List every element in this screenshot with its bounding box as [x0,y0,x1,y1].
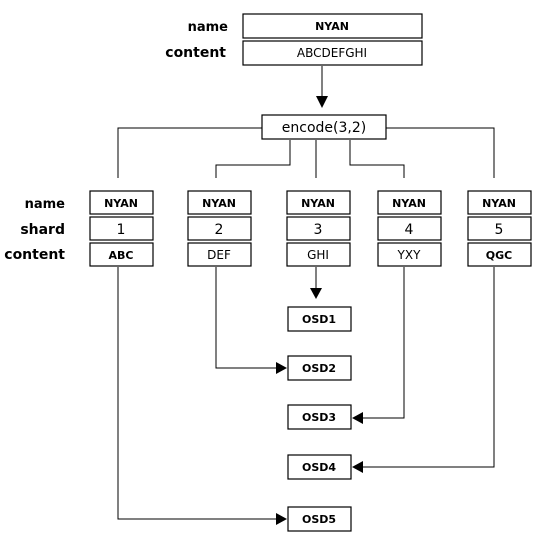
shard-name: NYAN [202,197,236,210]
input-content-label: content [165,45,226,61]
encode-box [261,114,387,140]
shard4-to-osd3-line [363,267,405,419]
shard-name-box [89,190,154,215]
shard-3: NYAN 3 GHI [286,190,351,267]
osd4-label: OSD4 [302,461,336,474]
shard3-to-osd1-arrowhead [310,288,322,299]
shard-name: NYAN [301,197,335,210]
osd2-label: OSD2 [302,362,336,375]
osd2-box [287,355,352,381]
encode-to-shard2-line [215,140,291,178]
input-content-box [242,40,423,66]
shard-number: 3 [314,222,323,238]
shard-content-box [187,242,252,267]
encode-label: encode(3,2) [282,120,366,136]
shard-name: NYAN [482,197,516,210]
shard1-to-osd5-arrowhead [276,513,287,525]
shard-number-box [286,216,351,241]
shard-1: NYAN 1 ABC [89,190,154,267]
osd3-box [287,404,352,430]
row-label-shard: shard [20,222,65,238]
shard-number: 5 [495,222,504,238]
shard-number-box [467,216,532,241]
encode-to-shard5-line [386,127,495,178]
input-to-encode-arrowhead [316,96,328,108]
shard-number-box [89,216,154,241]
shard4-to-osd3-arrowhead [352,412,363,424]
shard-name: NYAN [104,197,138,210]
input-name-label: name [188,20,229,35]
osd3-label: OSD3 [302,411,336,424]
encode-to-shard4-line [349,140,405,178]
shard-content-box [89,242,154,267]
osd5-box [287,506,352,532]
row-label-content: content [4,247,65,263]
shard-content: ABC [109,249,134,262]
osd1-label: OSD1 [302,313,336,326]
shard-content: QGC [486,249,512,262]
shard-name-box [377,190,442,215]
shard-content: GHI [307,248,329,262]
shard5-to-osd4-arrowhead [352,461,363,473]
shard2-to-osd2-arrowhead [276,362,287,374]
shard1-to-osd5-line [117,267,276,520]
shard-name-box [467,190,532,215]
osd4-box [287,454,352,480]
input-content-value: ABCDEFGHI [297,46,367,60]
shard-content-box [286,242,351,267]
shard5-to-osd4-line [363,267,495,468]
osd5-label: OSD5 [302,513,336,526]
shard-name-box [187,190,252,215]
shard-number-box [187,216,252,241]
shard-name-box [286,190,351,215]
row-label-name: name [25,197,66,212]
osd1-box [287,306,352,332]
shard-content: YXY [397,248,422,262]
shard-5: NYAN 5 QGC [467,190,532,267]
encode-to-shard1-line [117,127,262,178]
input-name-box [242,13,423,39]
shard-number: 4 [405,222,414,238]
shard-4: NYAN 4 YXY [377,190,442,267]
shard2-to-osd2-line [215,267,276,369]
shard-content: DEF [207,248,231,262]
shard-number-box [377,216,442,241]
input-name-value: NYAN [315,20,349,33]
shard-content-box [377,242,442,267]
shard-name: NYAN [392,197,426,210]
shard-content-box [467,242,532,267]
shard-number: 2 [215,222,224,238]
shard-number: 1 [117,222,126,238]
shard-2: NYAN 2 DEF [187,190,252,267]
